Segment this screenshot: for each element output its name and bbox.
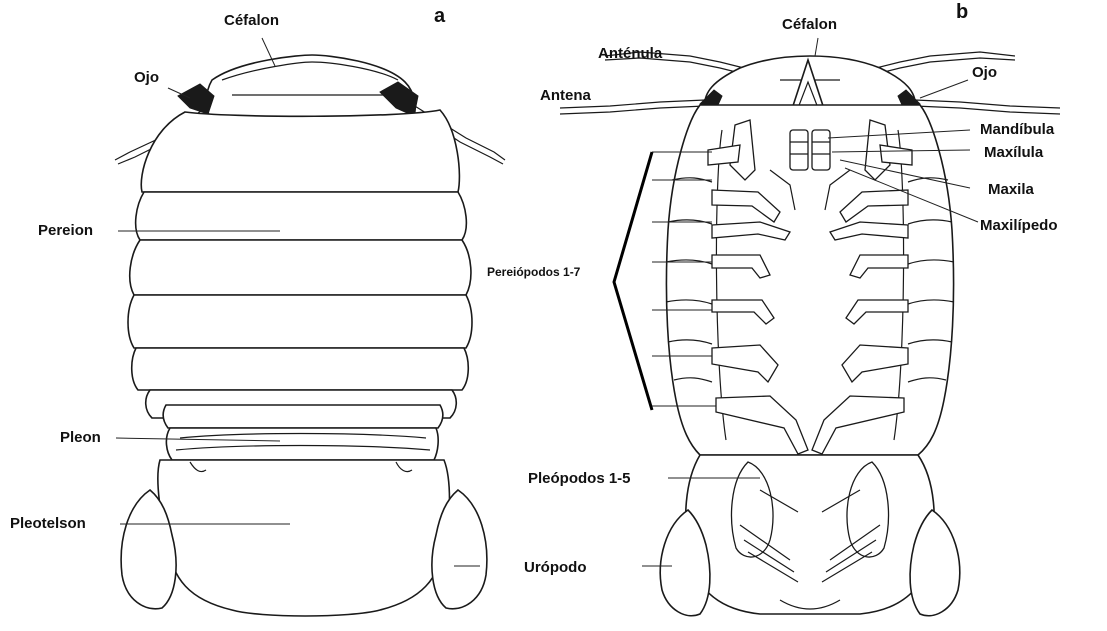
dorsal-pereion-segment-5 <box>132 348 469 390</box>
dorsal-pereion-segment-4 <box>128 295 472 348</box>
label-b-antenula: Anténula <box>598 46 662 61</box>
dorsal-cephalon <box>206 55 415 120</box>
label-a-pleon: Pleon <box>60 430 101 445</box>
dorsal-pereion-segment-7 <box>163 405 443 428</box>
dorsal-pereion-segment-1 <box>141 110 459 192</box>
label-b-cefalon: Céfalon <box>782 17 837 32</box>
label-b-mandibula: Mandíbula <box>980 122 1054 137</box>
dorsal-pereion-segment-2 <box>136 192 467 240</box>
label-b-maxilula: Maxílula <box>984 145 1043 160</box>
pereiopods-bracket <box>614 152 652 410</box>
panel-label-a: a <box>434 6 445 26</box>
label-b-maxila: Maxila <box>988 182 1034 197</box>
label-a-ojo: Ojo <box>134 70 159 85</box>
label-a-cefalon: Céfalon <box>224 13 279 28</box>
label-b-uropodo: Urópodo <box>524 560 586 575</box>
label-b-pereiopodos: Pereiópodos 1-7 <box>487 266 580 278</box>
label-a-pleotelson: Pleotelson <box>10 516 86 531</box>
label-b-maxilipedo: Maxilípedo <box>980 218 1058 233</box>
ventral-pleotelson <box>686 455 935 614</box>
panel-label-b: b <box>956 2 968 22</box>
dorsal-view <box>115 55 505 616</box>
dorsal-pleon <box>166 428 438 460</box>
label-b-pleopodos: Pleópodos 1-5 <box>528 471 631 486</box>
dorsal-pereion-segment-3 <box>130 240 471 295</box>
label-b-ojo: Ojo <box>972 65 997 80</box>
label-b-antena: Antena <box>540 88 591 103</box>
label-a-pereion: Pereion <box>38 223 93 238</box>
dorsal-pleotelson <box>158 460 450 616</box>
